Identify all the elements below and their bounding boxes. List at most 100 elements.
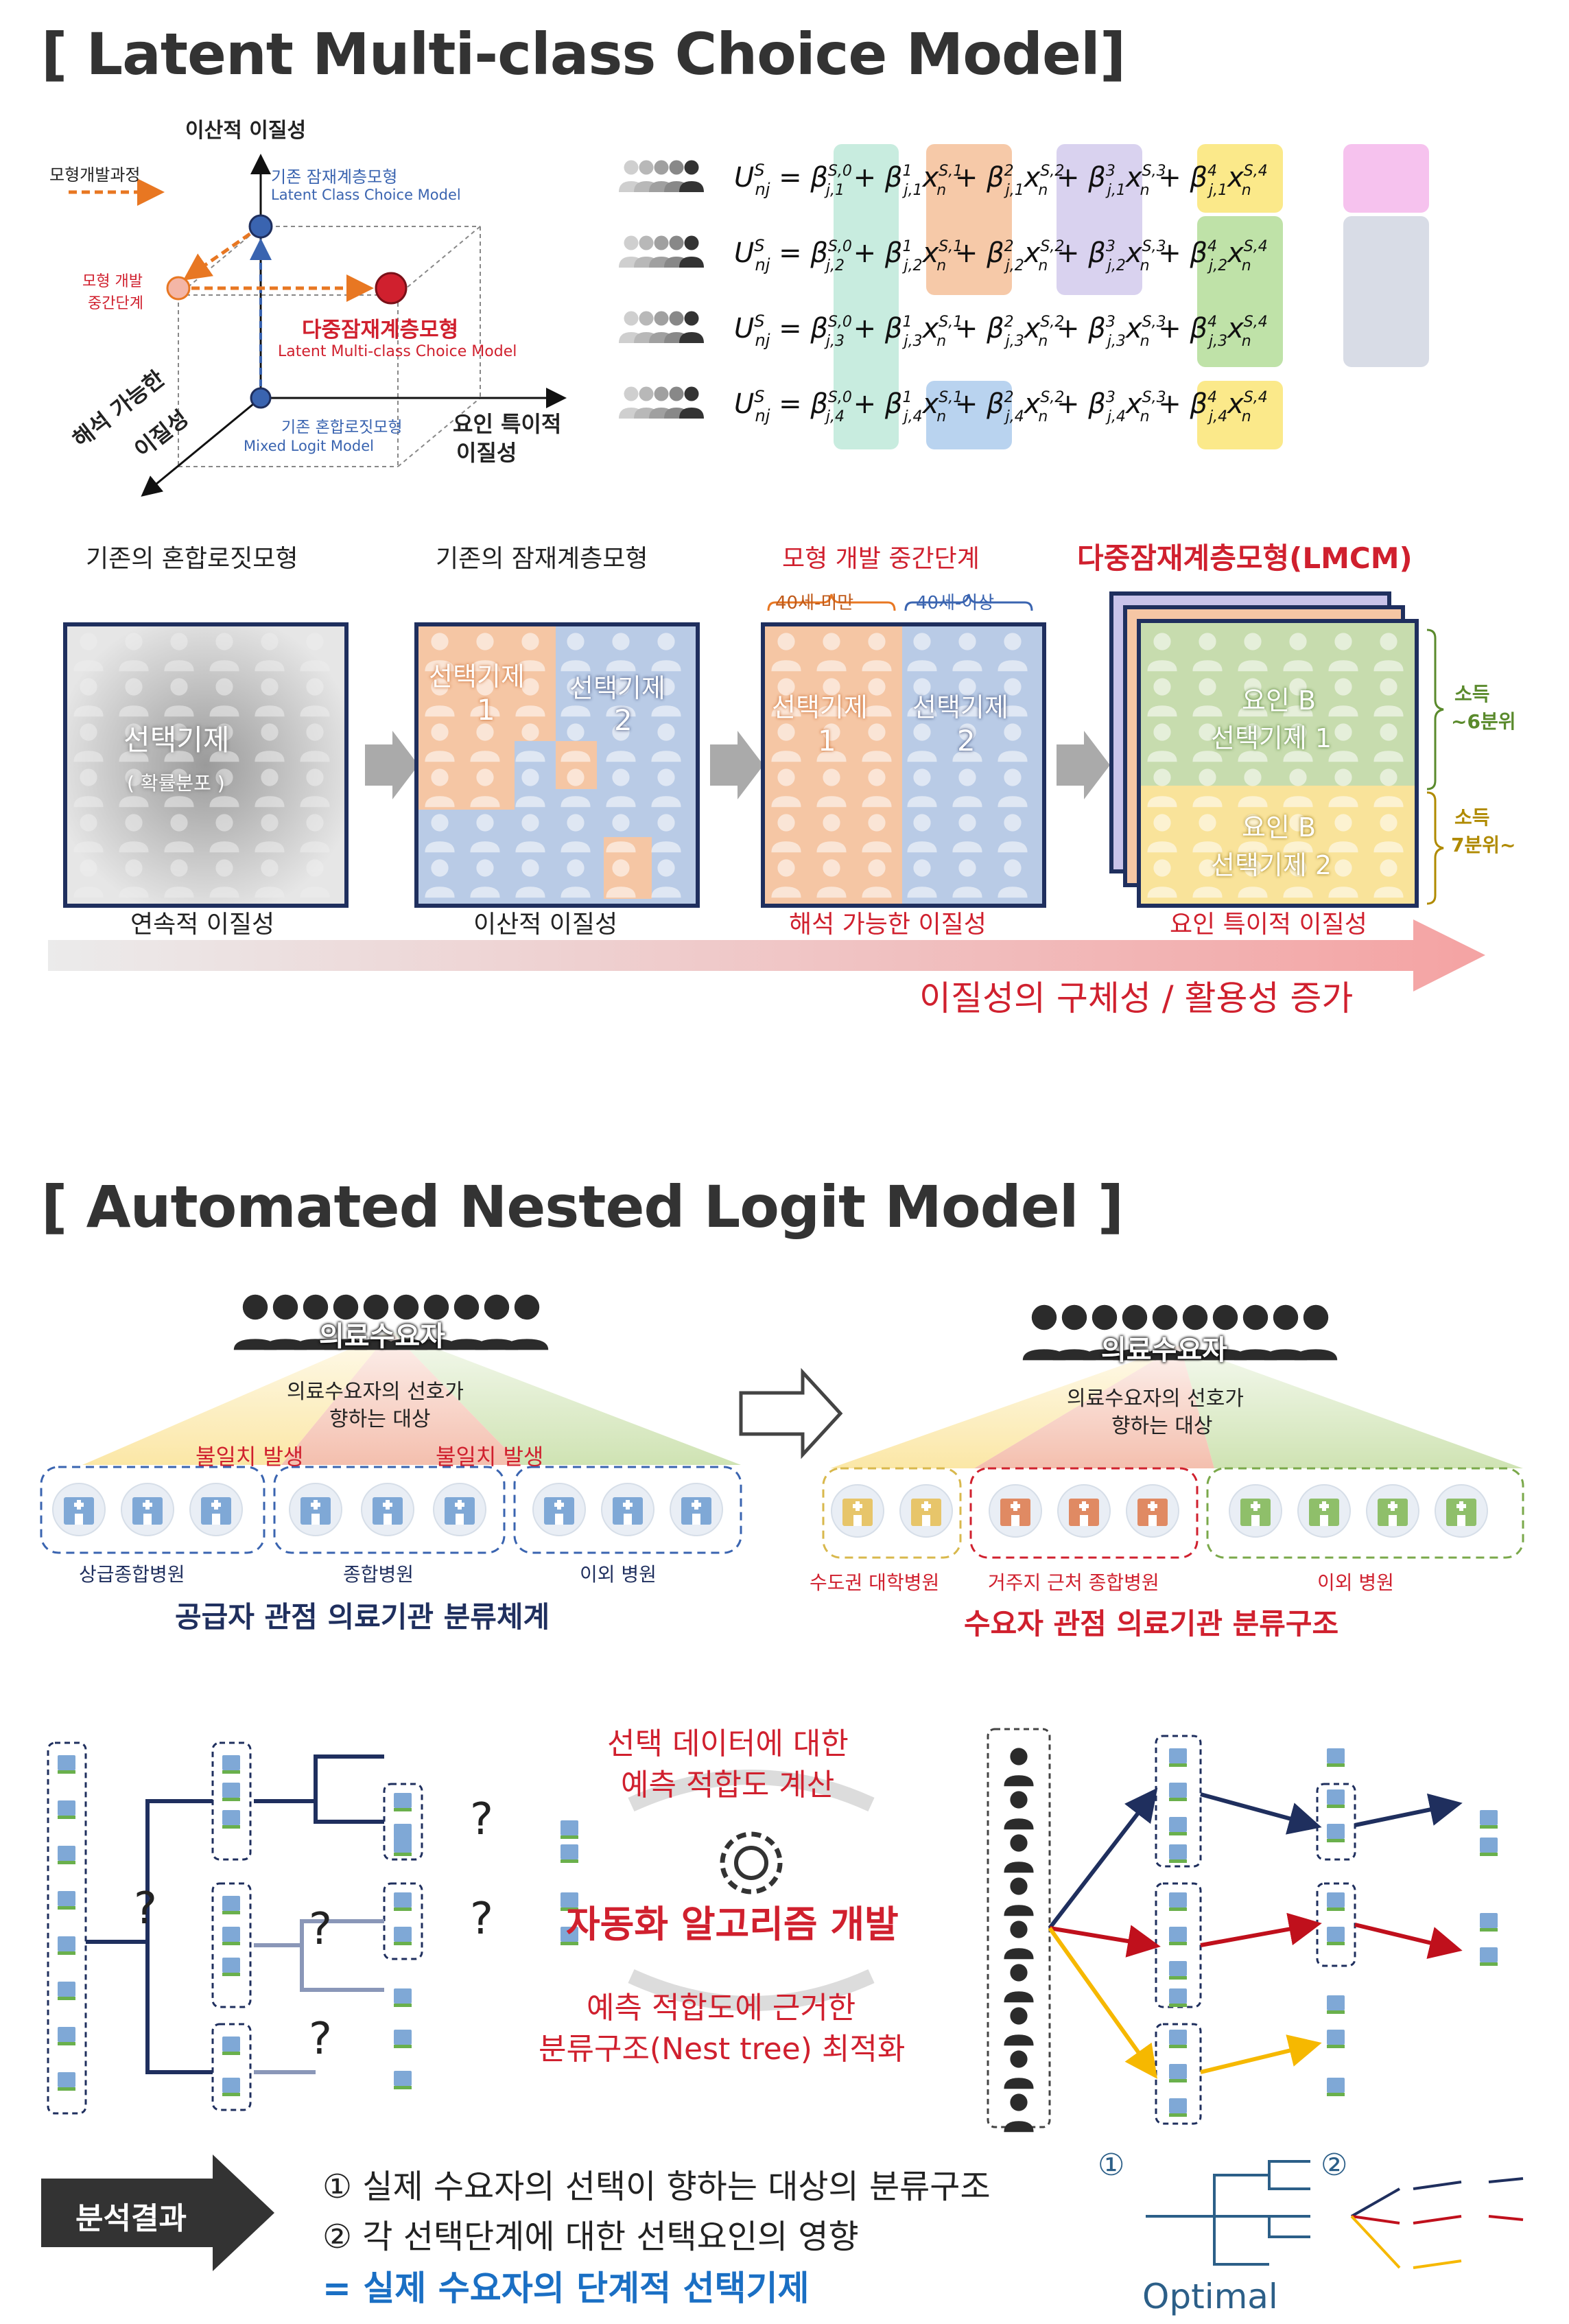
hospital-icon [1169,1892,1187,1911]
person-icon [73,678,104,717]
q-mark-5: ? [470,1894,493,1945]
left-crowd-label: 의료수요자 [319,1321,445,1352]
hospital-icon [1229,1484,1282,1538]
p2-m2: 선택기제 [569,673,665,703]
stage1-title: 기존의 혼합로짓모형 [86,545,298,573]
person-icon [164,768,194,808]
person-icon [1192,723,1223,762]
person-icon [771,768,801,808]
hospital-icon [899,1484,953,1538]
algo-top-2: 예측 적합도 계산 [621,1768,835,1803]
person-icon [425,859,455,898]
person-icon [300,633,330,672]
person-icon [1283,859,1313,898]
hospital-icon [1327,2078,1345,2096]
hospital-icon [222,1783,240,1801]
people-icon-group [619,311,704,343]
person-icon [862,678,892,717]
hospital-icon [1327,1748,1345,1767]
p1-center: 선택기제 [123,723,230,757]
person-icon [1328,723,1358,762]
result-mark1: ① [1098,2148,1125,2183]
p4-f2: 요인 B [1242,812,1317,843]
hospital-icon [222,1896,240,1914]
result-arrow-shape [41,2155,274,2271]
person-icon [1283,678,1313,717]
hospital-icon [58,1846,75,1864]
person-icon [1373,723,1404,762]
hospital-icon [989,1484,1042,1538]
p3-m2n: 2 [957,724,976,758]
people-icon-group [619,160,704,192]
person-icon [952,859,982,898]
person-icon [998,723,1028,762]
person-icon [816,768,847,808]
hospital-icon [189,1483,243,1536]
hospital-icon [1169,1961,1187,1980]
hospital-icon [58,1891,75,1910]
person-icon [255,723,285,762]
person-icon [73,814,104,853]
person-icon [1373,814,1404,853]
person-icon [561,678,591,717]
person-icon [209,814,239,853]
person-icon [515,633,545,672]
person-icon [1192,768,1223,808]
stage4-title: 다중잠재계층모형(LMCM) [1077,541,1413,575]
person-icon [1147,678,1177,717]
person-icon [209,633,239,672]
left-mismatch-1: 불일치 발생 [196,1444,304,1470]
right-crowd-label: 의료수요자 [1101,1335,1227,1366]
p4-inc2a: 소득 [1454,806,1490,829]
p3-age1: 40세-미만 [775,593,854,613]
hospital-icon [121,1483,174,1536]
person-icon [1283,814,1313,853]
person-icon [771,633,801,672]
person-icon [771,678,801,717]
person-icon [907,768,937,808]
person-icon [1004,1877,1034,1916]
p3-m1: 선택기제 [772,692,868,723]
increase-arrow [48,919,1485,991]
person-icon [1238,859,1268,898]
cube-right-axis-2: 이질성 [456,440,517,466]
person-icon [515,768,545,808]
person-icon [651,768,681,808]
result-line2: ② 각 선택단계에 대한 선택요인의 영향 [322,2218,859,2256]
person-icon [255,633,285,672]
person-icon [998,678,1028,717]
q-mark-2: ? [309,1904,332,1955]
person-icon [1147,814,1177,853]
left-group-2: 종합병원 [343,1563,414,1586]
hospital-icon [394,1892,412,1911]
hospital-icon [1327,2030,1345,2048]
nest-tree-diagram [47,1728,1498,2133]
person-icon [164,678,194,717]
person-icon [1328,859,1358,898]
person-icon [952,723,982,762]
person-icon [1004,2007,1034,2046]
left-group-1: 상급종합병원 [79,1563,185,1586]
person-icon [1373,859,1404,898]
cube-lcm-kr: 기존 잠재계층모형 [271,167,398,187]
person-icon [209,768,239,808]
person-icon [164,814,194,853]
person-icon [907,633,937,672]
hospital-icon [1169,2098,1187,2117]
hospital-icon [222,2037,240,2055]
cube-lcm-en: Latent Class Choice Model [271,187,461,203]
hospital-icon [58,1982,75,2000]
person-icon [952,678,982,717]
person-icon [119,633,149,672]
p4-f1b: 선택기제 1 [1211,723,1332,753]
person-icon [952,768,982,808]
person-icon [1192,678,1223,717]
person-icon [561,768,591,808]
person-icon [771,723,801,762]
person-icon [1238,768,1268,808]
person-icon [816,723,847,762]
